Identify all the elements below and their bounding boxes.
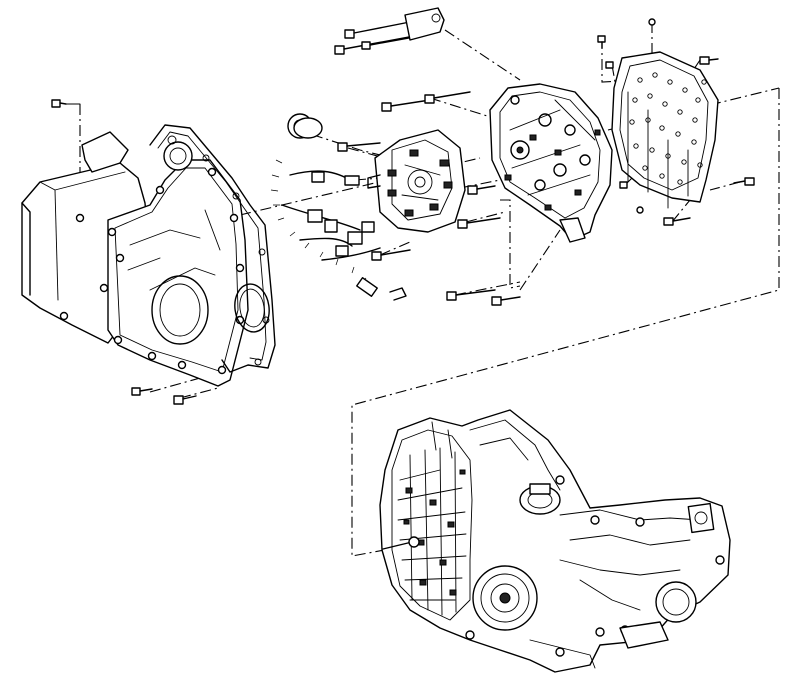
fasteners xyxy=(51,7,755,405)
spacer-plate xyxy=(611,51,719,209)
transaxle-assembly xyxy=(379,409,731,673)
seal-ring xyxy=(234,283,270,333)
spacer-plate-holes xyxy=(629,72,707,185)
side-cover xyxy=(21,131,249,387)
pressure-switch-assembly xyxy=(344,129,466,233)
control-valve-body xyxy=(489,83,613,243)
flange-bolt-holes xyxy=(59,167,245,375)
wiring-harness xyxy=(270,113,381,298)
